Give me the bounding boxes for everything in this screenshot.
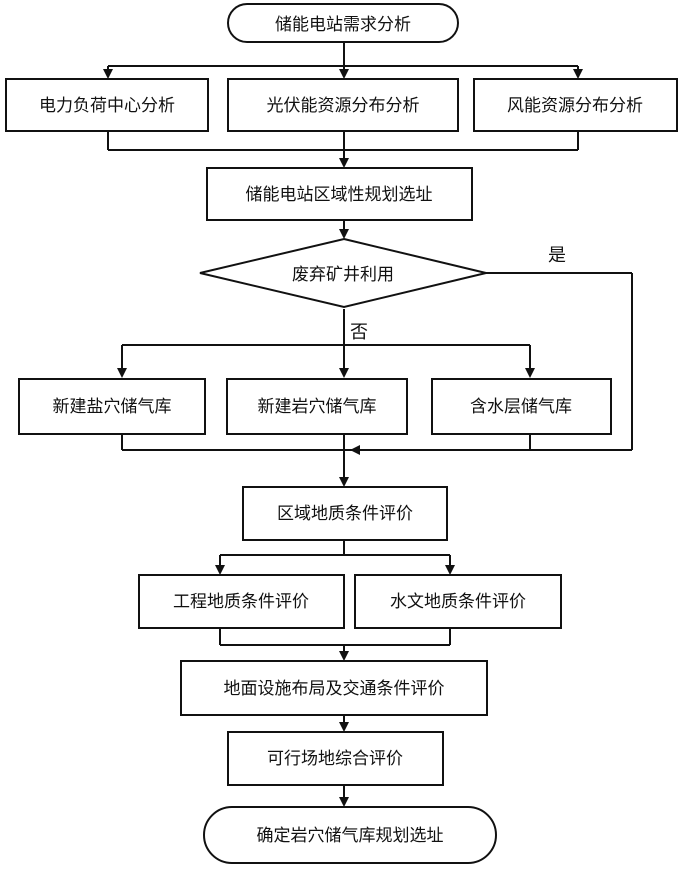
engineering-geology-box: 工程地质条件评价 [138, 574, 345, 629]
end-node: 确定岩穴储气库规划选址 [203, 806, 497, 864]
pv-resource-analysis-box: 光伏能资源分布分析 [227, 78, 459, 132]
start-node: 储能电站需求分析 [227, 3, 459, 43]
hydrogeology-box: 水文地质条件评价 [354, 574, 562, 629]
surface-layout-label: 地面设施布局及交通条件评价 [224, 679, 445, 699]
regional-planning-box: 储能电站区域性规划选址 [206, 167, 473, 221]
surface-layout-box: 地面设施布局及交通条件评价 [180, 660, 488, 716]
wind-resource-analysis-label: 风能资源分布分析 [507, 96, 643, 116]
salt-cavern-box: 新建盐穴储气库 [18, 378, 206, 435]
regional-planning-label: 储能电站区域性规划选址 [246, 185, 433, 205]
regional-geology-label: 区域地质条件评价 [277, 504, 413, 524]
start-node-label: 储能电站需求分析 [275, 15, 411, 35]
decision-label: 废弃矿井利用 [292, 265, 394, 285]
end-node-label: 确定岩穴储气库规划选址 [257, 826, 444, 846]
load-center-analysis-label: 电力负荷中心分析 [39, 96, 175, 116]
hydrogeology-label: 水文地质条件评价 [390, 592, 526, 612]
pv-resource-analysis-label: 光伏能资源分布分析 [267, 96, 420, 116]
rock-cavern-box: 新建岩穴储气库 [226, 378, 408, 435]
aquifer-box: 含水层储气库 [431, 378, 612, 435]
rock-cavern-label: 新建岩穴储气库 [258, 397, 377, 417]
yes-label: 是 [548, 245, 566, 266]
site-evaluation-label: 可行场地综合评价 [267, 749, 403, 769]
regional-geology-box: 区域地质条件评价 [242, 486, 448, 541]
load-center-analysis-box: 电力负荷中心分析 [5, 78, 209, 132]
aquifer-label: 含水层储气库 [470, 397, 572, 417]
site-evaluation-box: 可行场地综合评价 [227, 731, 444, 786]
salt-cavern-label: 新建盐穴储气库 [53, 397, 172, 417]
decision-node: 废弃矿井利用 [199, 237, 487, 309]
wind-resource-analysis-box: 风能资源分布分析 [473, 78, 678, 132]
no-label: 否 [350, 322, 368, 343]
engineering-geology-label: 工程地质条件评价 [173, 592, 309, 612]
